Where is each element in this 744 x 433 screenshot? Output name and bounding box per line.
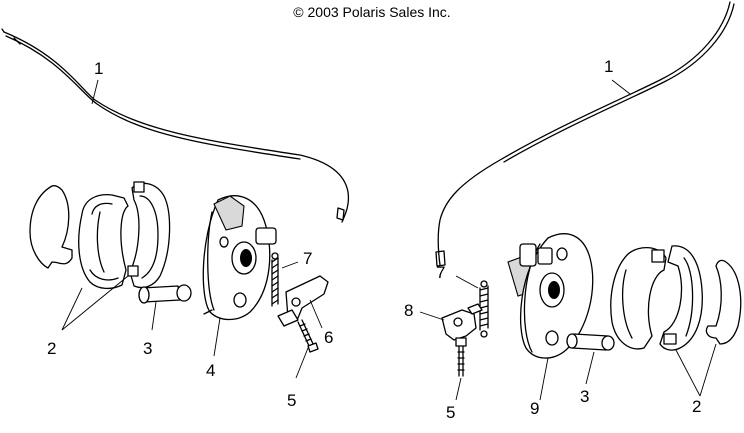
leader-left-7 — [281, 261, 299, 269]
leader-left-6 — [309, 299, 323, 329]
left-shoe-return-spring — [29, 184, 73, 269]
leader-left-4 — [213, 317, 221, 357]
callout-right-8: 8 — [404, 301, 414, 320]
leader-left-5 — [295, 347, 309, 379]
leader-right-3 — [585, 351, 595, 385]
right-shoe-return-spring — [705, 259, 742, 345]
callout-left-6: 6 — [324, 328, 334, 347]
callout-right-5: 5 — [446, 403, 456, 422]
left-bolt — [297, 319, 319, 353]
left-brake-cable — [1, 28, 350, 223]
callout-left-3: 3 — [143, 339, 153, 358]
leader-left-3 — [151, 301, 157, 331]
left-actuating-lever — [277, 275, 329, 327]
right-brake-cable — [435, 1, 735, 267]
leader-right-2a — [675, 349, 701, 397]
left-brake-shoe-b — [127, 181, 171, 289]
leader-left-1 — [91, 79, 99, 105]
left-anchor-pin — [138, 284, 192, 304]
leader-right-5 — [455, 377, 462, 401]
callout-right-1: 1 — [604, 57, 614, 76]
right-bolt — [455, 337, 467, 377]
copyright-text: © 2003 Polaris Sales Inc. — [293, 4, 451, 20]
leader-right-8 — [419, 311, 445, 321]
leader-left-2a — [61, 287, 83, 331]
callout-left-4: 4 — [206, 361, 216, 380]
left-backing-plate — [202, 195, 277, 321]
leader-left-2b — [61, 275, 129, 331]
leader-right-2b — [699, 343, 717, 397]
right-backing-plate — [507, 233, 594, 359]
callout-left-5: 5 — [287, 391, 297, 410]
callout-left-1: 1 — [94, 59, 104, 78]
callout-left-2: 2 — [47, 339, 57, 358]
leader-right-7 — [455, 275, 479, 289]
right-brake-shoe-a — [610, 247, 667, 350]
leader-right-1 — [611, 79, 631, 95]
left-return-spring — [271, 252, 279, 307]
right-actuating-lever — [441, 303, 483, 341]
callout-right-2: 2 — [692, 397, 702, 416]
leader-right-9 — [539, 357, 549, 401]
right-anchor-pin — [566, 333, 615, 351]
callout-left-7: 7 — [303, 249, 313, 268]
callout-right-7: 7 — [436, 263, 446, 282]
callout-right-9: 9 — [530, 399, 540, 418]
callout-right-3: 3 — [580, 387, 590, 406]
right-brake-shoe-b — [659, 245, 703, 351]
left-brake-shoe-a — [78, 194, 129, 290]
